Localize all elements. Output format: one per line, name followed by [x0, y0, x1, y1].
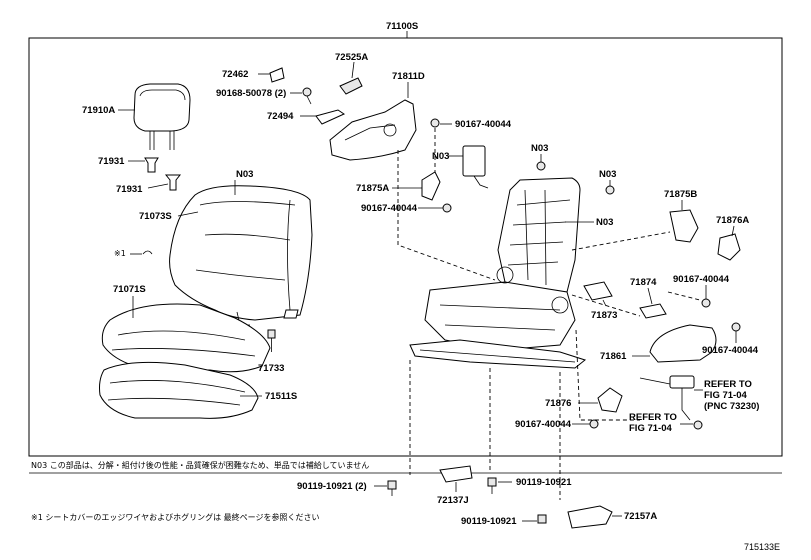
note-N03: N03 この部品は、分解・組付け後の性能・品質確保が困難なため、単品では補給して…	[31, 460, 369, 470]
label-71876: 71876	[545, 398, 571, 409]
seat-belt-buckle[interactable]	[639, 375, 703, 430]
clip-N03-a[interactable]	[536, 161, 546, 171]
label-90167-40044-a: 90167-40044	[455, 119, 512, 130]
hog-ring-icon	[142, 250, 153, 255]
label-N03-frame-b: N03	[599, 169, 616, 180]
label-N03-frame-a: N03	[531, 143, 548, 154]
screw-90168[interactable]	[302, 87, 312, 105]
screw-90167-c[interactable]	[701, 298, 711, 308]
assembly-frame	[28, 37, 783, 457]
label-90119-10921-b: 90119-10921	[516, 477, 572, 488]
recliner-cover-71811D[interactable]	[329, 99, 417, 161]
seat-frame[interactable]	[409, 177, 587, 369]
bolt-90119-b[interactable]	[487, 477, 497, 494]
label-71073S: 71073S	[139, 211, 172, 222]
label-N03-frame-c: N03	[596, 217, 613, 228]
label-71874: 71874	[630, 277, 657, 288]
label-71511S: 71511S	[265, 391, 297, 402]
bracket-71873[interactable]	[583, 281, 613, 301]
figure-code: 715133E	[744, 542, 780, 552]
shield-71861[interactable]	[649, 324, 717, 363]
label-refer1-line2: FIG 71-04	[704, 390, 747, 401]
label-90167-40044-c: 90167-40044	[673, 274, 730, 285]
label-72525A: 72525A	[335, 52, 368, 63]
label-90167-40044-b: 90167-40044	[361, 203, 418, 214]
label-refer2-line2: FIG 71-04	[629, 423, 672, 434]
cover-71875A[interactable]	[421, 171, 441, 201]
knob-72525A[interactable]	[339, 77, 363, 95]
label-refer1-line3: (PNC 73230)	[704, 401, 759, 412]
cover-71876A[interactable]	[717, 233, 741, 261]
label-90167-40044-d: 90167-40044	[702, 345, 759, 356]
bolt-71733[interactable]	[267, 329, 276, 352]
bracket-72137J[interactable]	[439, 465, 473, 483]
label-90167-40044-e: 90167-40044	[515, 419, 572, 430]
label-71873: 71873	[591, 310, 617, 321]
hinge-cover-71874[interactable]	[639, 303, 667, 319]
screw-90167-b[interactable]	[442, 203, 452, 213]
label-71875B: 71875B	[664, 189, 697, 200]
seat-cushion-cover[interactable]	[101, 303, 271, 373]
screw-90167-e[interactable]	[589, 419, 599, 429]
title-code: 71100S	[386, 21, 418, 32]
cover-71876[interactable]	[597, 387, 623, 413]
seat-switch-N03[interactable]	[462, 145, 489, 189]
label-71071S: 71071S	[113, 284, 146, 295]
label-90119-10921-c: 90119-10921	[461, 516, 517, 527]
screw-90167-d[interactable]	[731, 322, 741, 332]
bolt-90119-c[interactable]	[537, 514, 547, 524]
label-90168-50078: 90168-50078 (2)	[216, 88, 286, 99]
screw-90167-a[interactable]	[430, 118, 440, 128]
label-72462: 72462	[222, 69, 248, 80]
label-71861: 71861	[600, 351, 627, 362]
headrest[interactable]	[133, 83, 191, 150]
label-71875A: 71875A	[356, 183, 389, 194]
cover-71875B[interactable]	[669, 209, 699, 243]
label-71733: 71733	[258, 363, 284, 374]
cap-72462[interactable]	[269, 67, 285, 83]
label-90119-10921-a: 90119-10921 (2)	[297, 481, 367, 492]
label-N03-cover: N03	[236, 169, 253, 180]
label-71931-lower: 71931	[116, 184, 143, 195]
label-refer1-line1: REFER TO	[704, 379, 752, 390]
lever-72494[interactable]	[315, 109, 346, 125]
bolt-90119-a[interactable]	[387, 480, 397, 496]
label-71876A: 71876A	[716, 215, 749, 226]
seatback-cover[interactable]	[169, 185, 313, 326]
label-72157A: 72157A	[624, 511, 657, 522]
label-71811D: 71811D	[392, 71, 425, 82]
label-72137J: 72137J	[437, 495, 469, 506]
clip-N03-b[interactable]	[605, 185, 615, 195]
bracket-72157A[interactable]	[567, 505, 613, 529]
seat-cushion-pad[interactable]	[99, 361, 259, 419]
headrest-support-upper[interactable]	[144, 157, 159, 173]
label-refer2-line1: REFER TO	[629, 412, 677, 423]
headrest-support-lower[interactable]	[164, 174, 182, 191]
label-71931-upper: 71931	[98, 156, 125, 167]
label-mark1: ※1	[114, 249, 126, 258]
note-mark1: ※1 シートカバーのエッジワイヤおよびホグリングは 最終ページを参照ください	[31, 512, 319, 522]
label-71910A: 71910A	[82, 105, 115, 116]
label-N03-switch: N03	[432, 151, 449, 162]
label-72494: 72494	[267, 111, 294, 122]
